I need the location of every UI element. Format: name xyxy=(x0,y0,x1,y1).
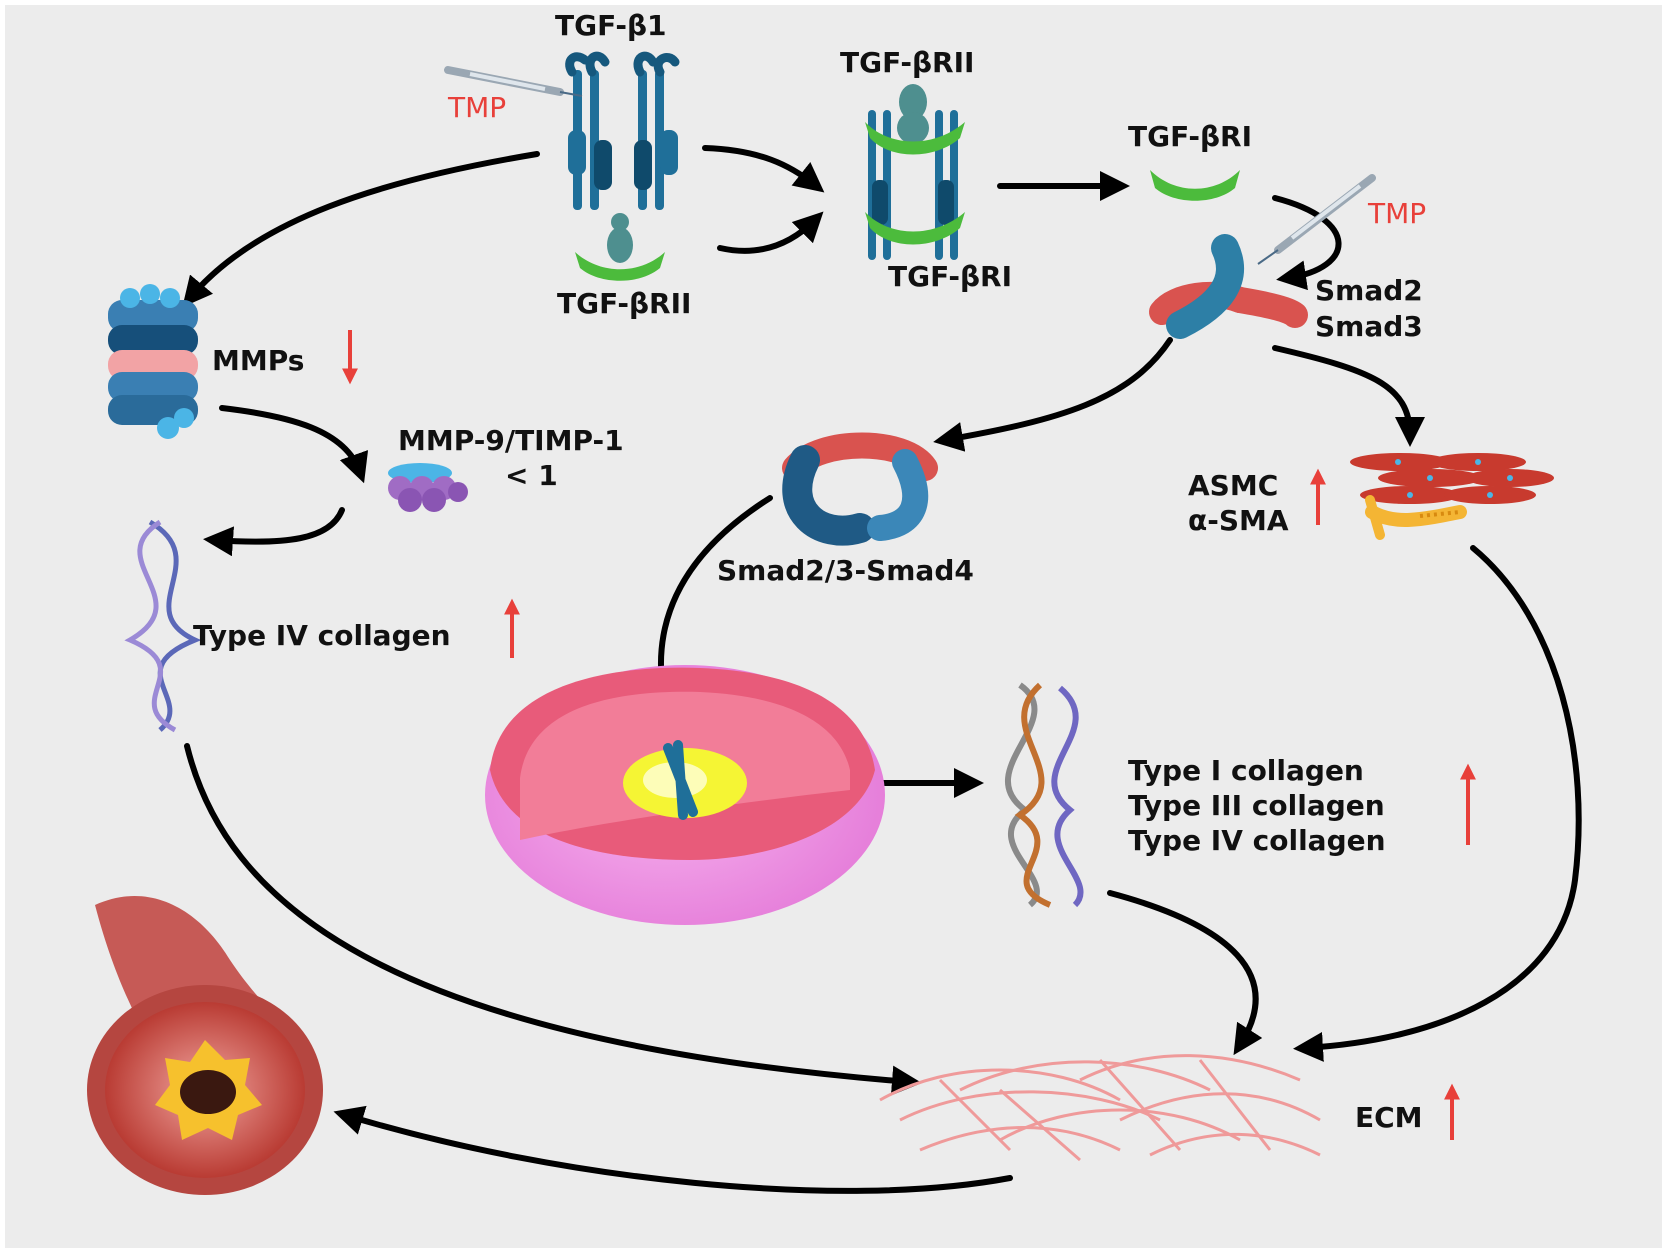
asmc-cells-icon xyxy=(1350,453,1554,540)
arrow-smad23-to-complex xyxy=(933,337,1173,452)
label-tgfb1: TGF-β1 xyxy=(555,9,667,42)
label-type4-left: Type IV collagen xyxy=(193,619,451,652)
receptor-complex-icon xyxy=(865,84,965,260)
collagens-right-icon xyxy=(1005,682,1084,908)
arrow-ecm-to-airway xyxy=(333,1105,1013,1194)
arrow-mmp9-to-type4 xyxy=(203,507,345,557)
indicators xyxy=(342,330,1476,1140)
arrow-smad23-to-asmc xyxy=(1272,345,1425,447)
arrow-asmc-to-ecm xyxy=(1293,545,1582,1062)
label-tgfbri-single: TGF-βRI xyxy=(1128,120,1252,153)
label-asma: α-SMA xyxy=(1188,504,1289,537)
tgfbri-icon xyxy=(1150,170,1240,201)
label-ecm: ECM xyxy=(1355,1101,1423,1134)
label-tmp-top: TMP xyxy=(447,91,506,124)
tgfb1-receptor-icon xyxy=(565,51,680,281)
smad-complex-icon xyxy=(782,432,938,546)
cell-icon xyxy=(485,665,885,925)
mmps-icon xyxy=(108,284,198,439)
arrow-tgfb1-to-mmps xyxy=(182,151,540,308)
arrow-type4-to-ecm xyxy=(184,743,922,1096)
arrow-tgfb1-to-complex-upper xyxy=(702,145,825,193)
smad23-icon xyxy=(1149,234,1308,339)
ecm-fibres-icon xyxy=(879,1054,1321,1162)
label-smad3: Smad3 xyxy=(1315,310,1423,343)
label-tgfbri-complex: TGF-βRI xyxy=(888,260,1012,293)
label-type4-right: Type IV collagen xyxy=(1128,824,1386,857)
label-smad2: Smad2 xyxy=(1315,274,1423,307)
label-mmp9-timp1: MMP-9/TIMP-1 xyxy=(398,424,624,457)
arrow-mmps-to-mmp9 xyxy=(219,405,369,484)
label-type3: Type III collagen xyxy=(1128,789,1385,822)
syringe-icon xyxy=(444,66,583,97)
label-type1: Type I collagen xyxy=(1128,754,1364,787)
type4-collagen-left-icon xyxy=(124,519,202,733)
label-mmps: MMPs xyxy=(212,344,304,377)
label-smad-complex: Smad2/3-Smad4 xyxy=(717,554,974,587)
label-ratio: < 1 xyxy=(505,459,558,492)
syringe-icon xyxy=(1257,174,1376,265)
label-tgfbrii-bottom: TGF-βRII xyxy=(557,287,691,320)
arrow-collagens-to-ecm xyxy=(1107,890,1263,1056)
airway-icon xyxy=(87,896,323,1195)
label-tmp-right: TMP xyxy=(1367,197,1426,230)
arrow-tgfbri-to-smad23 xyxy=(1272,195,1342,291)
mmp9-timp1-icon xyxy=(388,463,468,512)
label-asmc: ASMC xyxy=(1188,469,1278,502)
label-tgfbrii-top: TGF-βRII xyxy=(840,46,974,79)
arrow-tgfbrii-to-complex-lower xyxy=(717,211,824,254)
labels: TGF-β1 TMP TGF-βRII TGF-βRII TGF-βRI TGF… xyxy=(193,9,1426,1134)
